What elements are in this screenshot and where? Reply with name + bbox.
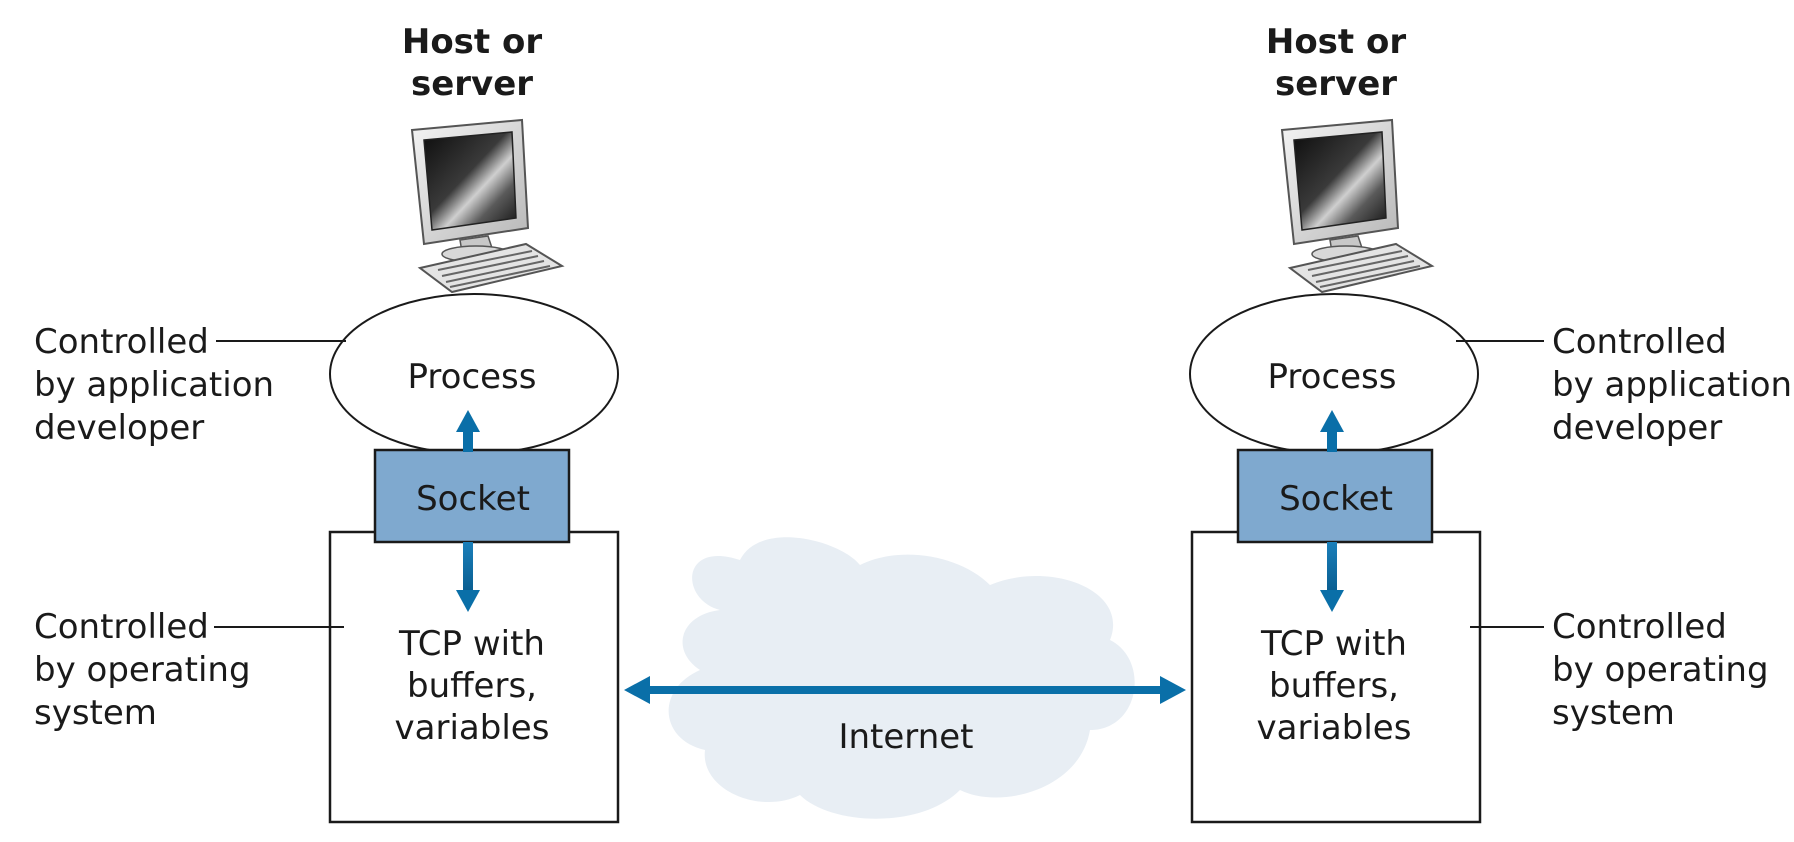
computer-icon (410, 118, 565, 294)
right-tcp-line2: buffers, (1269, 666, 1399, 706)
right-socket-label: Socket (1279, 479, 1393, 519)
network-arrow (624, 676, 1186, 704)
left-tcp-line2: buffers, (407, 666, 537, 706)
left-host-title-line2: server (411, 64, 533, 104)
left-process-label: Process (408, 357, 537, 397)
right-tcp-line3: variables (1257, 708, 1412, 748)
left-os-note-line1: Controlled (34, 607, 209, 647)
left-up-arrow (456, 410, 480, 452)
left-app-note-line1: Controlled (34, 322, 209, 362)
right-up-arrow (1320, 410, 1344, 452)
right-app-note-line1: Controlled (1552, 322, 1727, 362)
left-app-note-line2: by application (34, 365, 274, 405)
right-down-arrow (1320, 542, 1344, 612)
left-down-arrow (456, 542, 480, 612)
left-host-title-line1: Host or (402, 22, 542, 62)
internet-cloud (668, 537, 1135, 819)
right-host-title-line2: server (1275, 64, 1397, 104)
right-tcp-line1: TCP with (1260, 624, 1407, 664)
right-app-note-line2: by application (1552, 365, 1792, 405)
computer-icon (1280, 118, 1435, 294)
right-host-title-line1: Host or (1266, 22, 1406, 62)
left-tcp-line1: TCP with (398, 624, 545, 664)
right-app-note-line3: developer (1552, 408, 1722, 448)
right-socket (1236, 448, 1434, 544)
right-os-note-line1: Controlled (1552, 607, 1727, 647)
left-os-note-line2: by operating (34, 650, 251, 690)
right-host: Host or server Process TCP with buffers,… (1189, 22, 1792, 824)
left-tcp-line3: variables (395, 708, 550, 748)
internet-label: Internet (838, 717, 973, 757)
left-os-note-line3: system (34, 693, 157, 733)
left-socket-label: Socket (416, 479, 530, 519)
left-host: Host or server Process TCP with buffers,… (34, 22, 620, 824)
right-os-note-line3: system (1552, 693, 1675, 733)
left-app-note-line3: developer (34, 408, 204, 448)
left-tcp-box (328, 530, 620, 824)
right-os-note-line2: by operating (1552, 650, 1769, 690)
right-process-label: Process (1268, 357, 1397, 397)
